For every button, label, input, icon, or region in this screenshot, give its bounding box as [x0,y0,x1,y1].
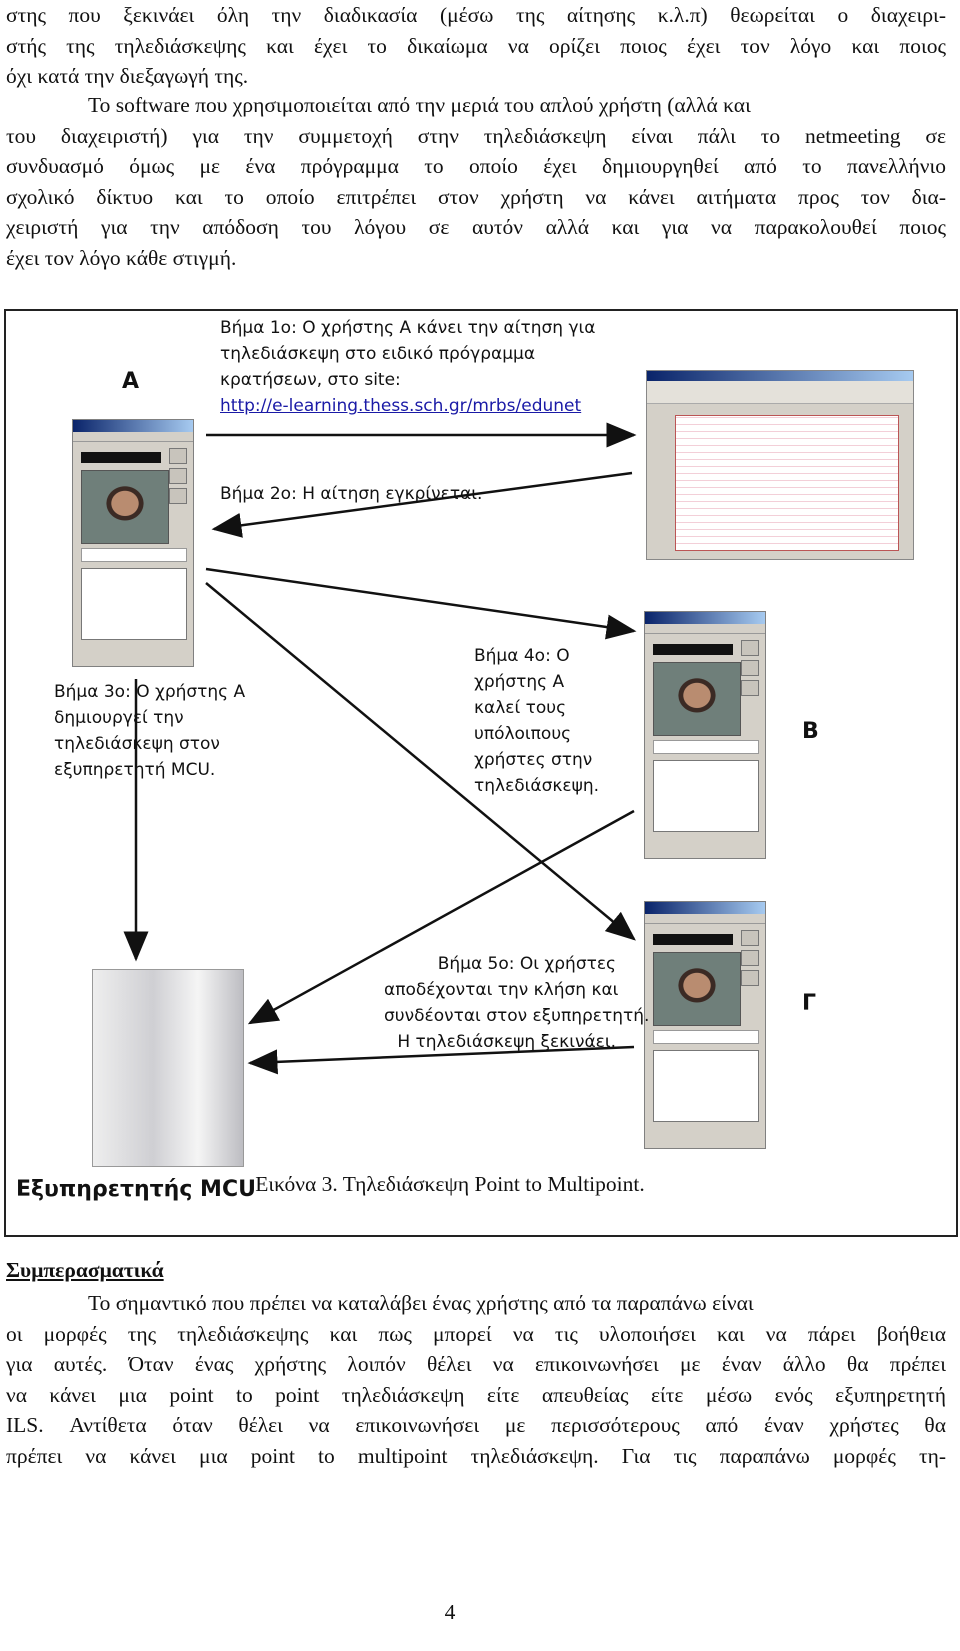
text-line: οι μορφές της τηλεδιάσκεψης και πως μπορ… [6,1321,946,1346]
step5-line: Βήμα 5ο: Οι χρήστες [437,954,616,974]
text-line: για αυτές. Όταν ένας χρήστης λοιπόν θέλε… [6,1352,946,1376]
step3-line: Βήμα 3ο: Ο χρήστης Α [54,682,246,702]
participants-panel [653,1050,759,1122]
participants-panel [653,760,759,832]
address-field [653,934,733,945]
browser-titlebar [647,371,913,381]
intro-paragraph: στης που ξεκινάει όλη την διαδικασία (μέ… [6,0,946,92]
directory-icon [169,488,187,504]
arrow-step4-to-b [205,567,637,640]
arrow-step4-to-g [205,582,636,941]
window-titlebar [645,612,765,624]
user-a-label: A [122,369,140,394]
step3-text: Βήμα 3ο: Ο χρήστης Α δημιουργεί την τηλε… [54,679,245,783]
directory-icon [741,970,759,986]
user-g-label: Γ [802,991,817,1016]
netmeeting-window-a [72,419,194,667]
step4-line: χρήστες στην [474,750,593,770]
text-line: στής της τηλεδιάσκεψης και έχει το δικαί… [6,33,946,58]
step1-text: Βήμα 1ο: Ο χρήστης Α κάνει την αίτηση γι… [220,315,596,419]
step3-line: δημιουργεί την [54,708,184,728]
arrow-step2 [211,471,633,538]
video-preview [81,470,169,544]
participants-panel [81,568,187,640]
step5-line: Η τηλεδιάσκεψη ξεκινάει. [397,1032,616,1052]
window-menubar [645,914,765,924]
video-preview [653,952,741,1026]
window-titlebar [73,420,193,432]
hangup-icon [741,950,759,966]
diagram-arrows [123,422,637,1075]
booking-grid [675,415,899,551]
step4-line: τηλεδιάσκεψη. [474,776,599,796]
hangup-icon [169,468,187,484]
window-titlebar [645,902,765,914]
address-field [81,452,161,463]
step5-text: Βήμα 5ο: Οι χρήστες αποδέχονται την κλήσ… [384,951,650,1055]
user-b-label: B [802,719,819,744]
video-preview [653,662,741,736]
step2-text: Βήμα 2ο: Η αίτηση εγκρίνεται. [220,484,483,504]
text-line: έχει τον λόγο κάθε στιγμή. [6,245,237,270]
arrow-step5-from-g [247,1045,635,1075]
call-icon [169,448,187,464]
address-field [653,644,733,655]
text-line: σχολικό δίκτυο και το οποίο επιτρέπει στ… [6,184,946,209]
step4-line: υπόλοιπους [474,724,572,744]
step4-line: χρήστης Α [474,672,565,692]
mcu-server-image [92,969,244,1167]
text-line: ILS. Αντίθετα όταν θέλει να επικοινωνήσε… [6,1413,946,1437]
step1-line: τηλεδιάσκεψη στο ειδικό πρόγραμμα [220,344,536,364]
step3-line: εξυπηρετητή MCU. [54,760,216,780]
netmeeting-window-g [644,901,766,1149]
directory-icon [741,680,759,696]
figure-caption: Εικόνα 3. Τηλεδιάσκεψη Point to Multipoi… [255,1172,645,1196]
status-row [81,548,187,562]
step5-line: αποδέχονται την κλήση και [384,980,619,1000]
text-line: Το software που χρησιμοποιείται από την … [88,93,751,117]
arrow-step5-from-b [247,809,635,1025]
window-menubar [645,624,765,634]
conclusion-paragraph: Το σημαντικό που πρέπει να καταλάβει ένα… [6,1288,946,1471]
status-row [653,1030,759,1044]
text-line: Το σημαντικό που πρέπει να καταλάβει ένα… [88,1291,754,1315]
text-line: όχι κατά την διεξαγωγή της. [6,64,249,88]
step3-line: τηλεδιάσκεψη στον [54,734,220,754]
hangup-icon [741,660,759,676]
server-label: Εξυπηρετητής MCU [16,1177,256,1202]
step1-line: Βήμα 1ο: Ο χρήστης Α κάνει την αίτηση γι… [220,318,596,338]
browser-toolbar [647,381,913,404]
call-icon [741,640,759,656]
booking-browser-window [646,370,914,560]
text-line: συνδυασμό όμως με ένα πρόγραμμα το οποίο… [6,154,946,178]
netmeeting-window-b [644,611,766,859]
step4-text: Βήμα 4ο: Ο χρήστης Α καλεί τους υπόλοιπο… [474,643,599,799]
call-icon [741,930,759,946]
software-paragraph: Το software που χρησιμοποιείται από την … [6,90,946,273]
status-row [653,740,759,754]
window-menubar [73,432,193,442]
section-heading: Συμπερασματικά [6,1258,164,1282]
page-number: 4 [444,1600,456,1624]
text-line: στης που ξεκινάει όλη την διαδικασία (μέ… [6,3,946,27]
text-line: πρέπει να κάνει μια point to multipoint … [6,1443,946,1468]
step4-line: Βήμα 4ο: Ο [474,646,570,666]
step4-line: καλεί τους [474,698,567,718]
teleconference-diagram: Βήμα 1ο: Ο χρήστης Α κάνει την αίτηση γι… [4,309,958,1237]
text-line: του διαχειριστή) για την συμμετοχή στην … [6,123,946,148]
booking-site-link[interactable]: http://e-learning.thess.sch.gr/mrbs/edun… [220,396,582,416]
step5-line: συνδέονται στον εξυπηρετητή. [384,1006,650,1026]
text-line: χειριστή για την απόδοση του λόγου σε αυ… [6,215,946,239]
step1-line: κρατήσεων, στο site: [220,370,401,390]
text-line: να κάνει μια point to point τηλεδιάσκεψη… [6,1382,946,1407]
